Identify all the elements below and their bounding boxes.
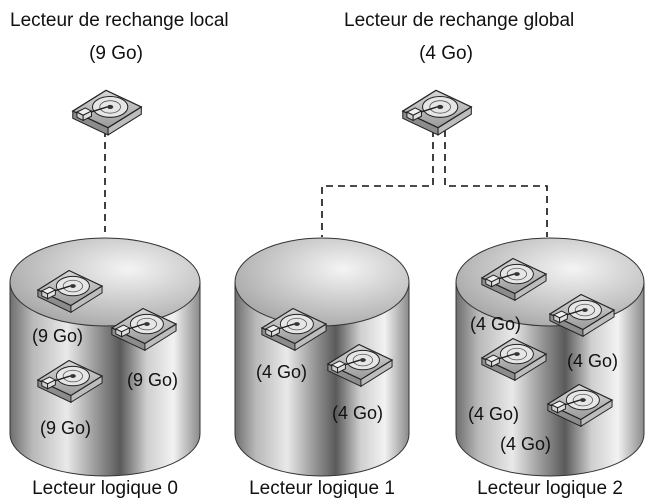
ld0-disk-1-size: (9 Go)	[32, 326, 83, 346]
global-spare-link-1	[321, 130, 434, 237]
local-spare-size: (9 Go)	[89, 43, 143, 64]
global-spare-title: Lecteur de rechange global	[344, 10, 574, 31]
ld2-disk-4-size: (4 Go)	[500, 434, 551, 454]
connector-lines	[104, 130, 548, 237]
logical-drive-1-label: Lecteur logique 1	[249, 478, 395, 499]
ld2-disk-2-size: (4 Go)	[567, 351, 618, 371]
ld2-disk-3-size: (4 Go)	[468, 404, 519, 424]
global-spare-size: (4 Go)	[419, 43, 473, 64]
ld2-disk-1-size: (4 Go)	[470, 314, 521, 334]
ld1-disk-2-size: (4 Go)	[332, 403, 383, 423]
global-spare-hdd-icon	[402, 89, 473, 136]
global-spare-link-2	[444, 130, 548, 237]
logical-drive-2-label: Lecteur logique 2	[477, 478, 623, 499]
ld1-disk-1-size: (4 Go)	[256, 362, 307, 382]
ld0-disk-2-size: (9 Go)	[127, 370, 178, 390]
ld0-disk-3-size: (9 Go)	[40, 418, 91, 438]
logical-drive-0-label: Lecteur logique 0	[32, 478, 178, 499]
local-spare-title: Lecteur de rechange local	[10, 10, 229, 31]
local-spare-hdd-icon	[72, 89, 143, 136]
logical-drive-0-cylinder	[9, 237, 201, 477]
